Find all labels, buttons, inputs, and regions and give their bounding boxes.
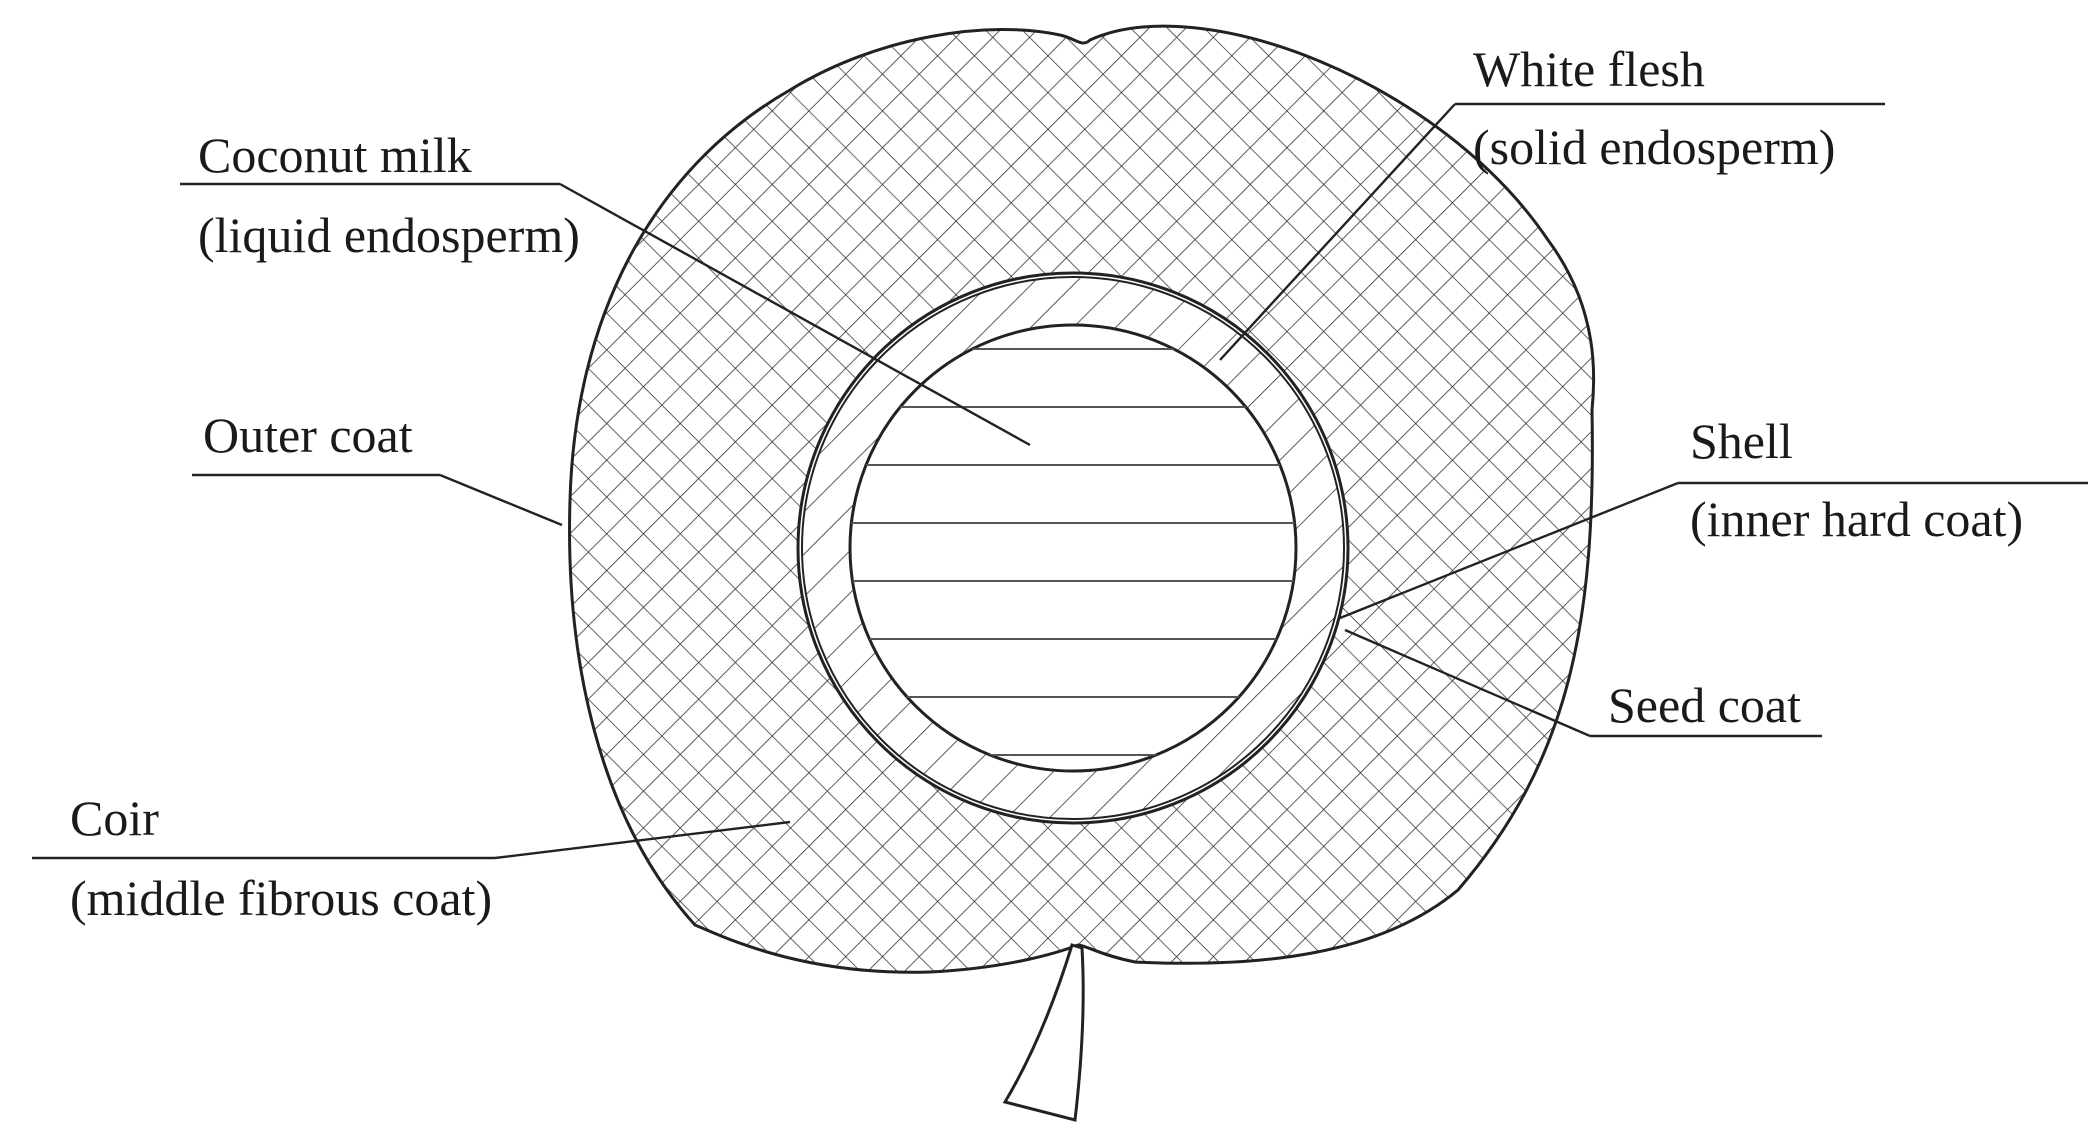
svg-text:(liquid endosperm): (liquid endosperm) bbox=[198, 207, 580, 263]
label-white-flesh: White flesh (solid endosperm) bbox=[1219, 41, 1885, 361]
svg-text:Seed coat: Seed coat bbox=[1608, 677, 1801, 733]
label-coconut-milk: Coconut milk (liquid endosperm) bbox=[180, 127, 1031, 447]
svg-text:(middle fibrous coat): (middle fibrous coat) bbox=[70, 870, 492, 926]
label-shell: Shell (inner hard coat) bbox=[1339, 413, 2088, 620]
svg-text:Outer coat: Outer coat bbox=[203, 407, 413, 463]
label-seed-coat: Seed coat bbox=[1344, 628, 1822, 738]
svg-text:(inner hard coat): (inner hard coat) bbox=[1690, 491, 2023, 547]
coconut-stem bbox=[1002, 943, 1085, 1122]
label-coir: Coir (middle fibrous coat) bbox=[32, 790, 791, 926]
svg-text:Coconut milk: Coconut milk bbox=[198, 127, 472, 183]
label-outer-coat: Outer coat bbox=[192, 407, 563, 527]
svg-text:White flesh: White flesh bbox=[1473, 41, 1705, 97]
svg-text:Coir: Coir bbox=[70, 790, 159, 846]
svg-text:Shell: Shell bbox=[1690, 413, 1793, 469]
svg-text:(solid endosperm): (solid endosperm) bbox=[1473, 119, 1835, 175]
